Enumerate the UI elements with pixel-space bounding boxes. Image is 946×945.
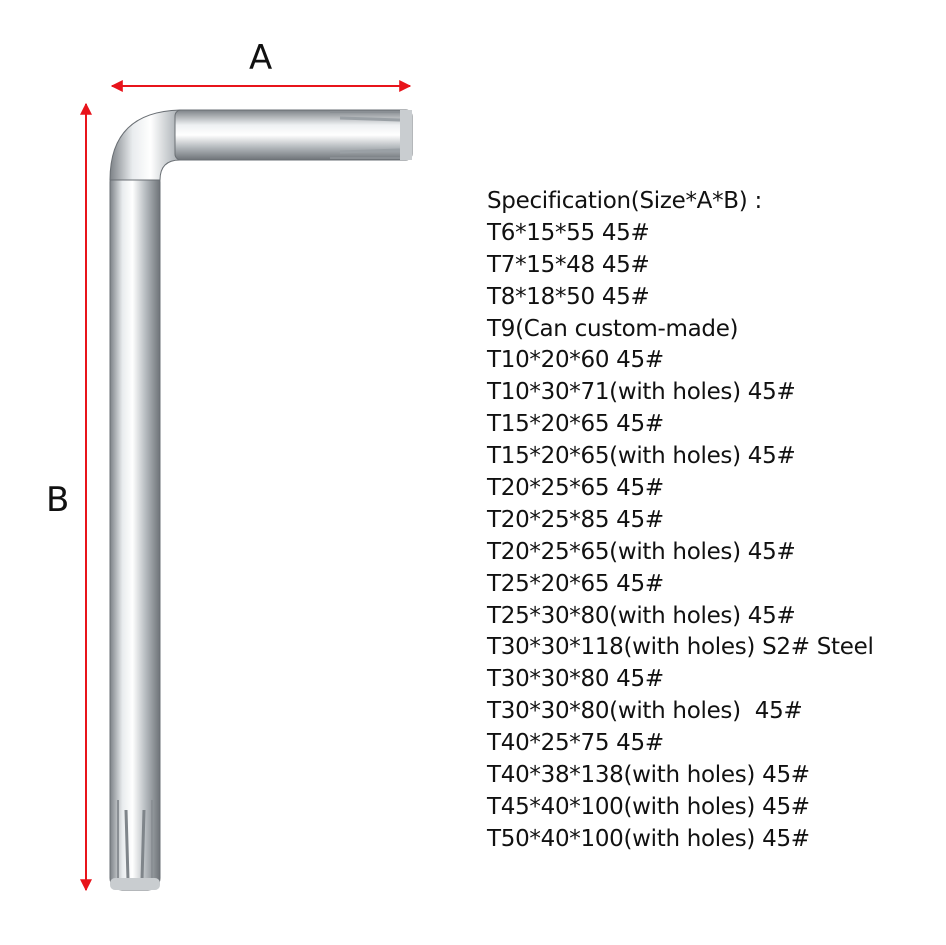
spec-item: T40*25*75 45# [487, 730, 664, 757]
spec-item: T45*40*100(with holes) 45# [487, 793, 810, 820]
spec-item: T25*20*65 45# [487, 570, 664, 597]
torx-tip-top [330, 110, 412, 160]
dimension-label-a: A [249, 38, 273, 78]
spec-item: T7*15*48 45# [487, 251, 650, 278]
spec-item: T10*20*60 45# [487, 347, 664, 374]
specification-list: Specification(Size*A*B) : T6*15*55 45# T… [487, 186, 874, 856]
spec-item: T20*25*85 45# [487, 506, 664, 533]
specification-title: Specification(Size*A*B) : [487, 188, 762, 214]
wrench-shaft [109, 109, 413, 891]
spec-item: T40*38*138(with holes) 45# [487, 762, 810, 789]
spec-item: T15*20*65 45# [487, 411, 664, 438]
torx-tip-bottom [110, 800, 160, 890]
spec-item: T30*30*80 45# [487, 666, 664, 693]
spec-item: T8*18*50 45# [487, 283, 650, 310]
dimension-label-b: B [46, 480, 70, 520]
spec-item: T50*40*100(with holes) 45# [487, 825, 810, 852]
spec-item: T30*30*80(with holes) 45# [487, 698, 803, 725]
spec-item: T20*25*65 45# [487, 475, 664, 502]
spec-item: T25*30*80(with holes) 45# [487, 602, 796, 629]
spec-item: T20*25*65(with holes) 45# [487, 538, 796, 565]
spec-item: T30*30*118(with holes) S2# Steel [487, 634, 874, 661]
spec-item: T15*20*65(with holes) 45# [487, 443, 796, 470]
spec-item: T9(Can custom-made) [487, 315, 739, 342]
spec-item: T10*30*71(with holes) 45# [487, 379, 796, 406]
spec-item: T6*15*55 45# [487, 219, 650, 246]
